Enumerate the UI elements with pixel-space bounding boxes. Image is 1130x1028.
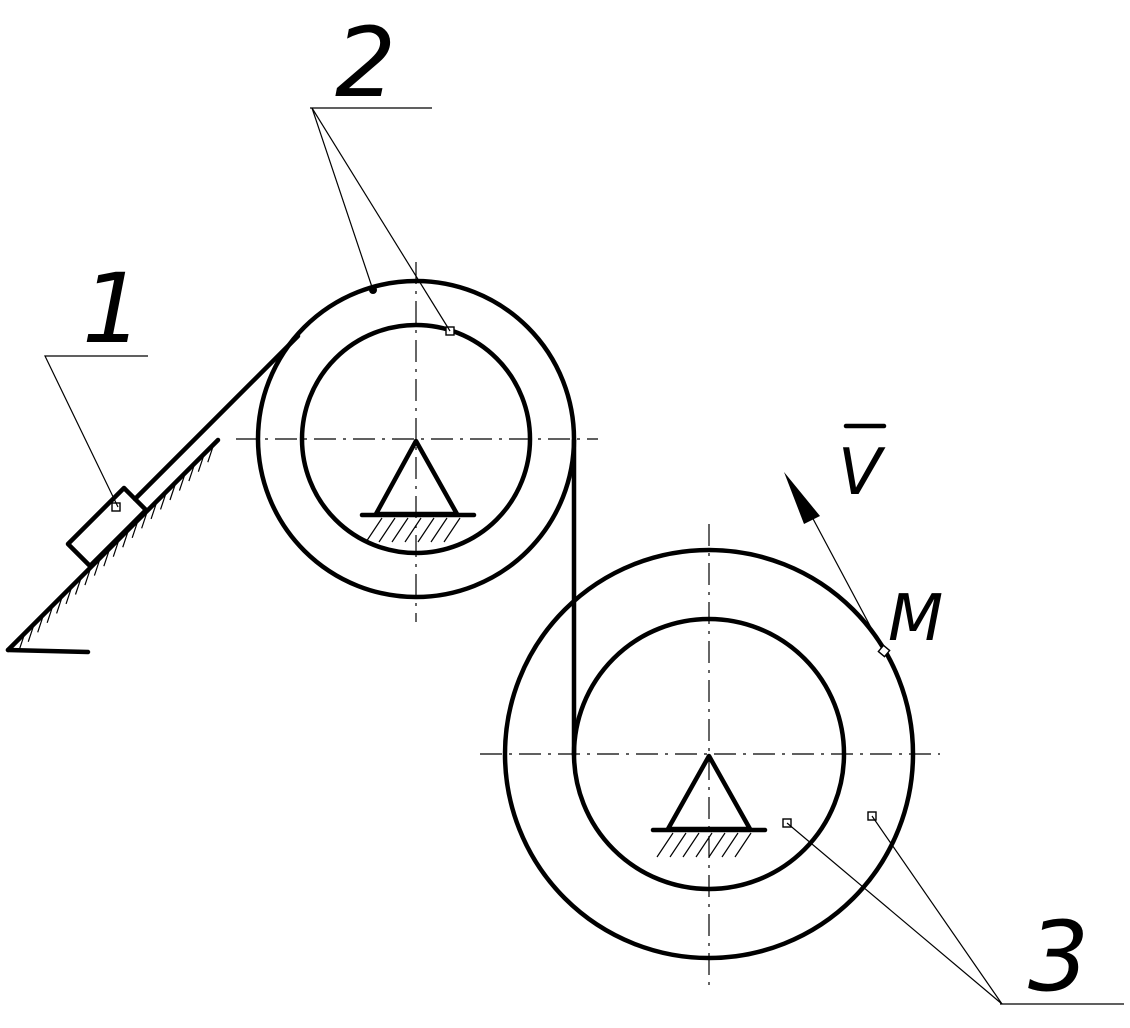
incline-hatch-stroke [112,538,120,557]
support-hatch-stroke [391,517,409,543]
label-velocity: V [838,436,886,510]
block-1 [65,485,149,569]
incline-hatch-stroke [27,623,35,642]
pulley-body-2 [236,262,598,622]
incline-hatch-stroke [178,472,187,491]
leader-body-3-outer [871,815,1003,1005]
support-hatch-stroke [404,517,422,543]
incline-hatch-stroke [74,576,83,595]
point-m-marker [877,644,891,658]
support-hatch-stroke [708,832,726,858]
incline-hatch-stroke [169,481,177,501]
incline-hatch-stroke [141,510,149,529]
leader-body-3-inner [786,822,1003,1005]
incline-hatch-stroke [103,547,111,567]
leader-body-2-outer [311,107,374,291]
incline-hatch-stroke [122,529,130,548]
leader-body-1 [44,355,148,508]
leader-body-2-inner [311,107,451,332]
pulley-3-outer-rim [502,547,916,961]
velocity-vector-line [802,499,885,653]
incline-hatch-stroke [150,500,158,520]
support-hatch-stroke [430,517,448,543]
support-hatch-stroke [734,832,752,858]
incline-hatch-stroke [131,519,139,538]
incline-hatch-stroke [37,614,45,633]
support-hatch-stroke [365,517,383,543]
label-point-m: M [888,582,943,656]
label-body-2: 2 [335,7,396,119]
incline-hatch-stroke [18,633,26,652]
incline-base [5,647,91,655]
support-hatch-stroke [669,832,687,858]
incline-hatch-stroke [159,491,168,510]
cable-block-to-pulley-2 [132,333,301,502]
support-hatch-stroke [656,832,674,858]
support-hatch-stroke [417,517,435,543]
pulley-2-inner-rim [299,322,533,556]
velocity-arrowhead [784,472,820,524]
pulley-3-support-hatching [656,832,752,858]
support-hatch-stroke [378,517,396,543]
point-m-velocity [784,423,891,658]
support-hatch-stroke [682,832,700,858]
support-hatch-stroke [443,517,461,543]
incline-hatch-stroke [207,444,215,463]
label-body-3: 3 [1028,901,1089,1013]
support-hatch-stroke [721,832,739,858]
incline-hatch-stroke [65,585,73,605]
incline-hatch-stroke [46,604,54,624]
incline-hatch-stroke [56,595,64,614]
pulley-body-3 [480,524,940,985]
support-hatch-stroke [695,832,713,858]
incline-hatch-stroke [93,557,101,576]
incline-hatch-stroke [197,453,205,472]
incline-hatch-stroke [188,462,196,482]
incline-hatching [18,444,215,652]
leader-lines [44,107,1124,1005]
incline-hatch-stroke [84,566,92,586]
pulley-3-inner-rim [571,616,847,892]
label-body-1: 1 [82,253,143,365]
pulley-2-support-hatching [365,517,461,543]
